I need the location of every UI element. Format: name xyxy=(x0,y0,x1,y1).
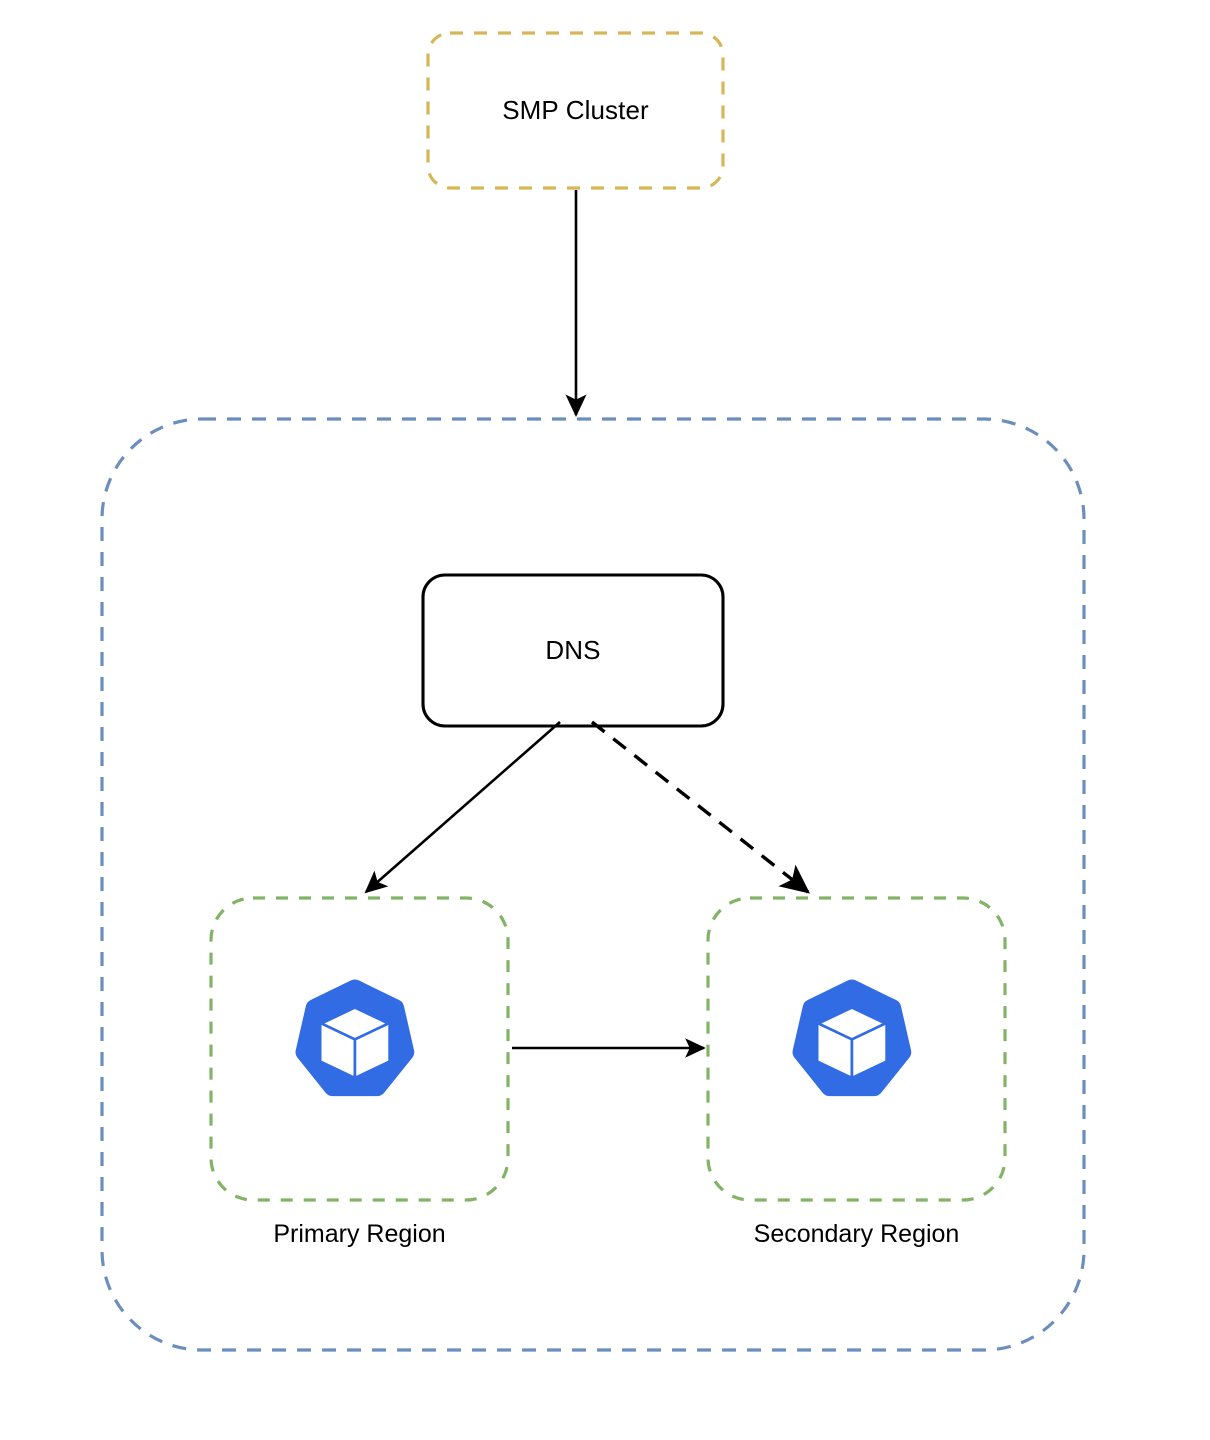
primary-region-label: Primary Region xyxy=(273,1219,446,1248)
secondary-region-label: Secondary Region xyxy=(753,1219,960,1248)
secondary-region-node[interactable] xyxy=(708,898,1005,1200)
edge-dns-to-secondary xyxy=(590,720,811,894)
smp-cluster-node[interactable] xyxy=(428,33,723,188)
outer-container-shape xyxy=(100,417,1086,1352)
dns-node[interactable] xyxy=(423,575,723,726)
smp-cluster-label: SMP Cluster xyxy=(502,94,649,125)
edge-dns-to-primary xyxy=(364,721,561,894)
dns-label: DNS xyxy=(545,634,601,665)
primary-region-node[interactable] xyxy=(211,898,508,1200)
